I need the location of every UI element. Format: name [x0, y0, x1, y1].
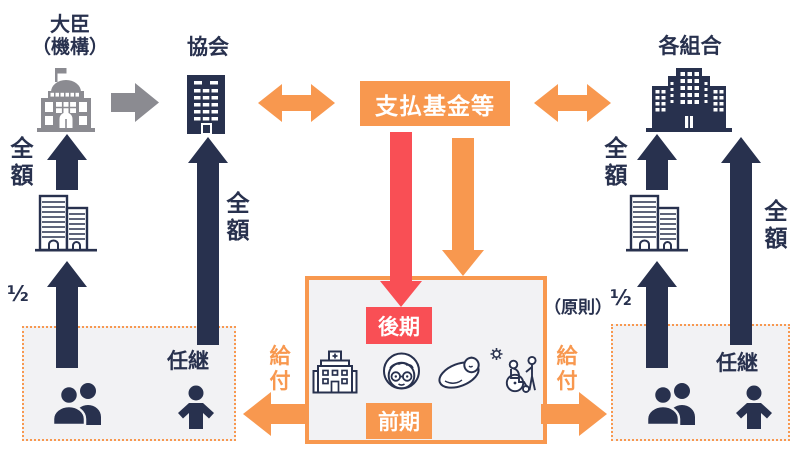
- right-arrow-minister-to-association: [111, 83, 159, 122]
- payment-fund-box: 支払基金等: [360, 81, 510, 126]
- up-arrow-insured-to-employer-right: [637, 261, 677, 368]
- right-ninkei-full-amount-label: 全額: [764, 199, 788, 253]
- office-building-icon: [187, 75, 225, 135]
- right-ninkei-label: 任継: [716, 351, 758, 375]
- unions-label: 各組合: [658, 34, 722, 58]
- minister-label: 大臣: [50, 12, 90, 36]
- person-icon: [736, 385, 772, 429]
- right-half-label: ½: [610, 286, 632, 310]
- left-ninkei-label: 任継: [167, 349, 209, 373]
- benefit-arrow-left: [243, 392, 307, 436]
- up-arrow-insured-to-employer-left: [47, 261, 87, 368]
- double-arrow-fund-unions: [534, 84, 611, 122]
- late-period-label: 後期: [378, 314, 420, 339]
- right-full-amount-upper-label: 全額: [604, 136, 628, 190]
- baby-icon: [438, 356, 480, 389]
- down-arrow-fund-to-late-period: [380, 132, 422, 307]
- up-arrow-ninkei-to-unions: [721, 137, 761, 345]
- benefit-arrow-right: [541, 392, 607, 436]
- elderly-person-icon: [383, 352, 420, 390]
- government-building-icon: [37, 68, 95, 132]
- down-arrow-fund-to-benefit-panel: [442, 138, 484, 276]
- early-period-box: 前期: [366, 403, 432, 439]
- minister-sub-label: （機構）: [31, 36, 108, 58]
- right-benefit-label: 給付: [556, 344, 578, 393]
- up-arrow-employer-to-minister: [47, 134, 87, 190]
- left-half-label: ½: [7, 282, 29, 306]
- company-buildings-icon: [626, 194, 688, 252]
- early-period-label: 前期: [378, 410, 420, 434]
- people-group-icon: [646, 383, 695, 425]
- left-ninkei-full-amount-label: 全額: [226, 191, 250, 245]
- nursing-care-icon: [490, 348, 537, 393]
- hospital-icon: [312, 350, 358, 394]
- right-principle-label: （原則）: [544, 298, 612, 318]
- late-period-box: 後期: [366, 307, 432, 344]
- payment-fund-label: 支払基金等: [375, 93, 495, 120]
- left-full-amount-upper-label: 全額: [10, 136, 34, 190]
- person-icon: [178, 385, 214, 429]
- left-benefit-label: 給付: [269, 344, 291, 393]
- double-arrow-association-fund: [258, 84, 335, 122]
- company-buildings-icon: [35, 194, 97, 252]
- city-buildings-icon: [646, 68, 732, 132]
- up-arrow-ninkei-to-association: [188, 137, 228, 345]
- up-arrow-employer-to-unions: [637, 134, 677, 190]
- people-group-icon: [52, 383, 101, 425]
- association-label: 協会: [187, 35, 229, 59]
